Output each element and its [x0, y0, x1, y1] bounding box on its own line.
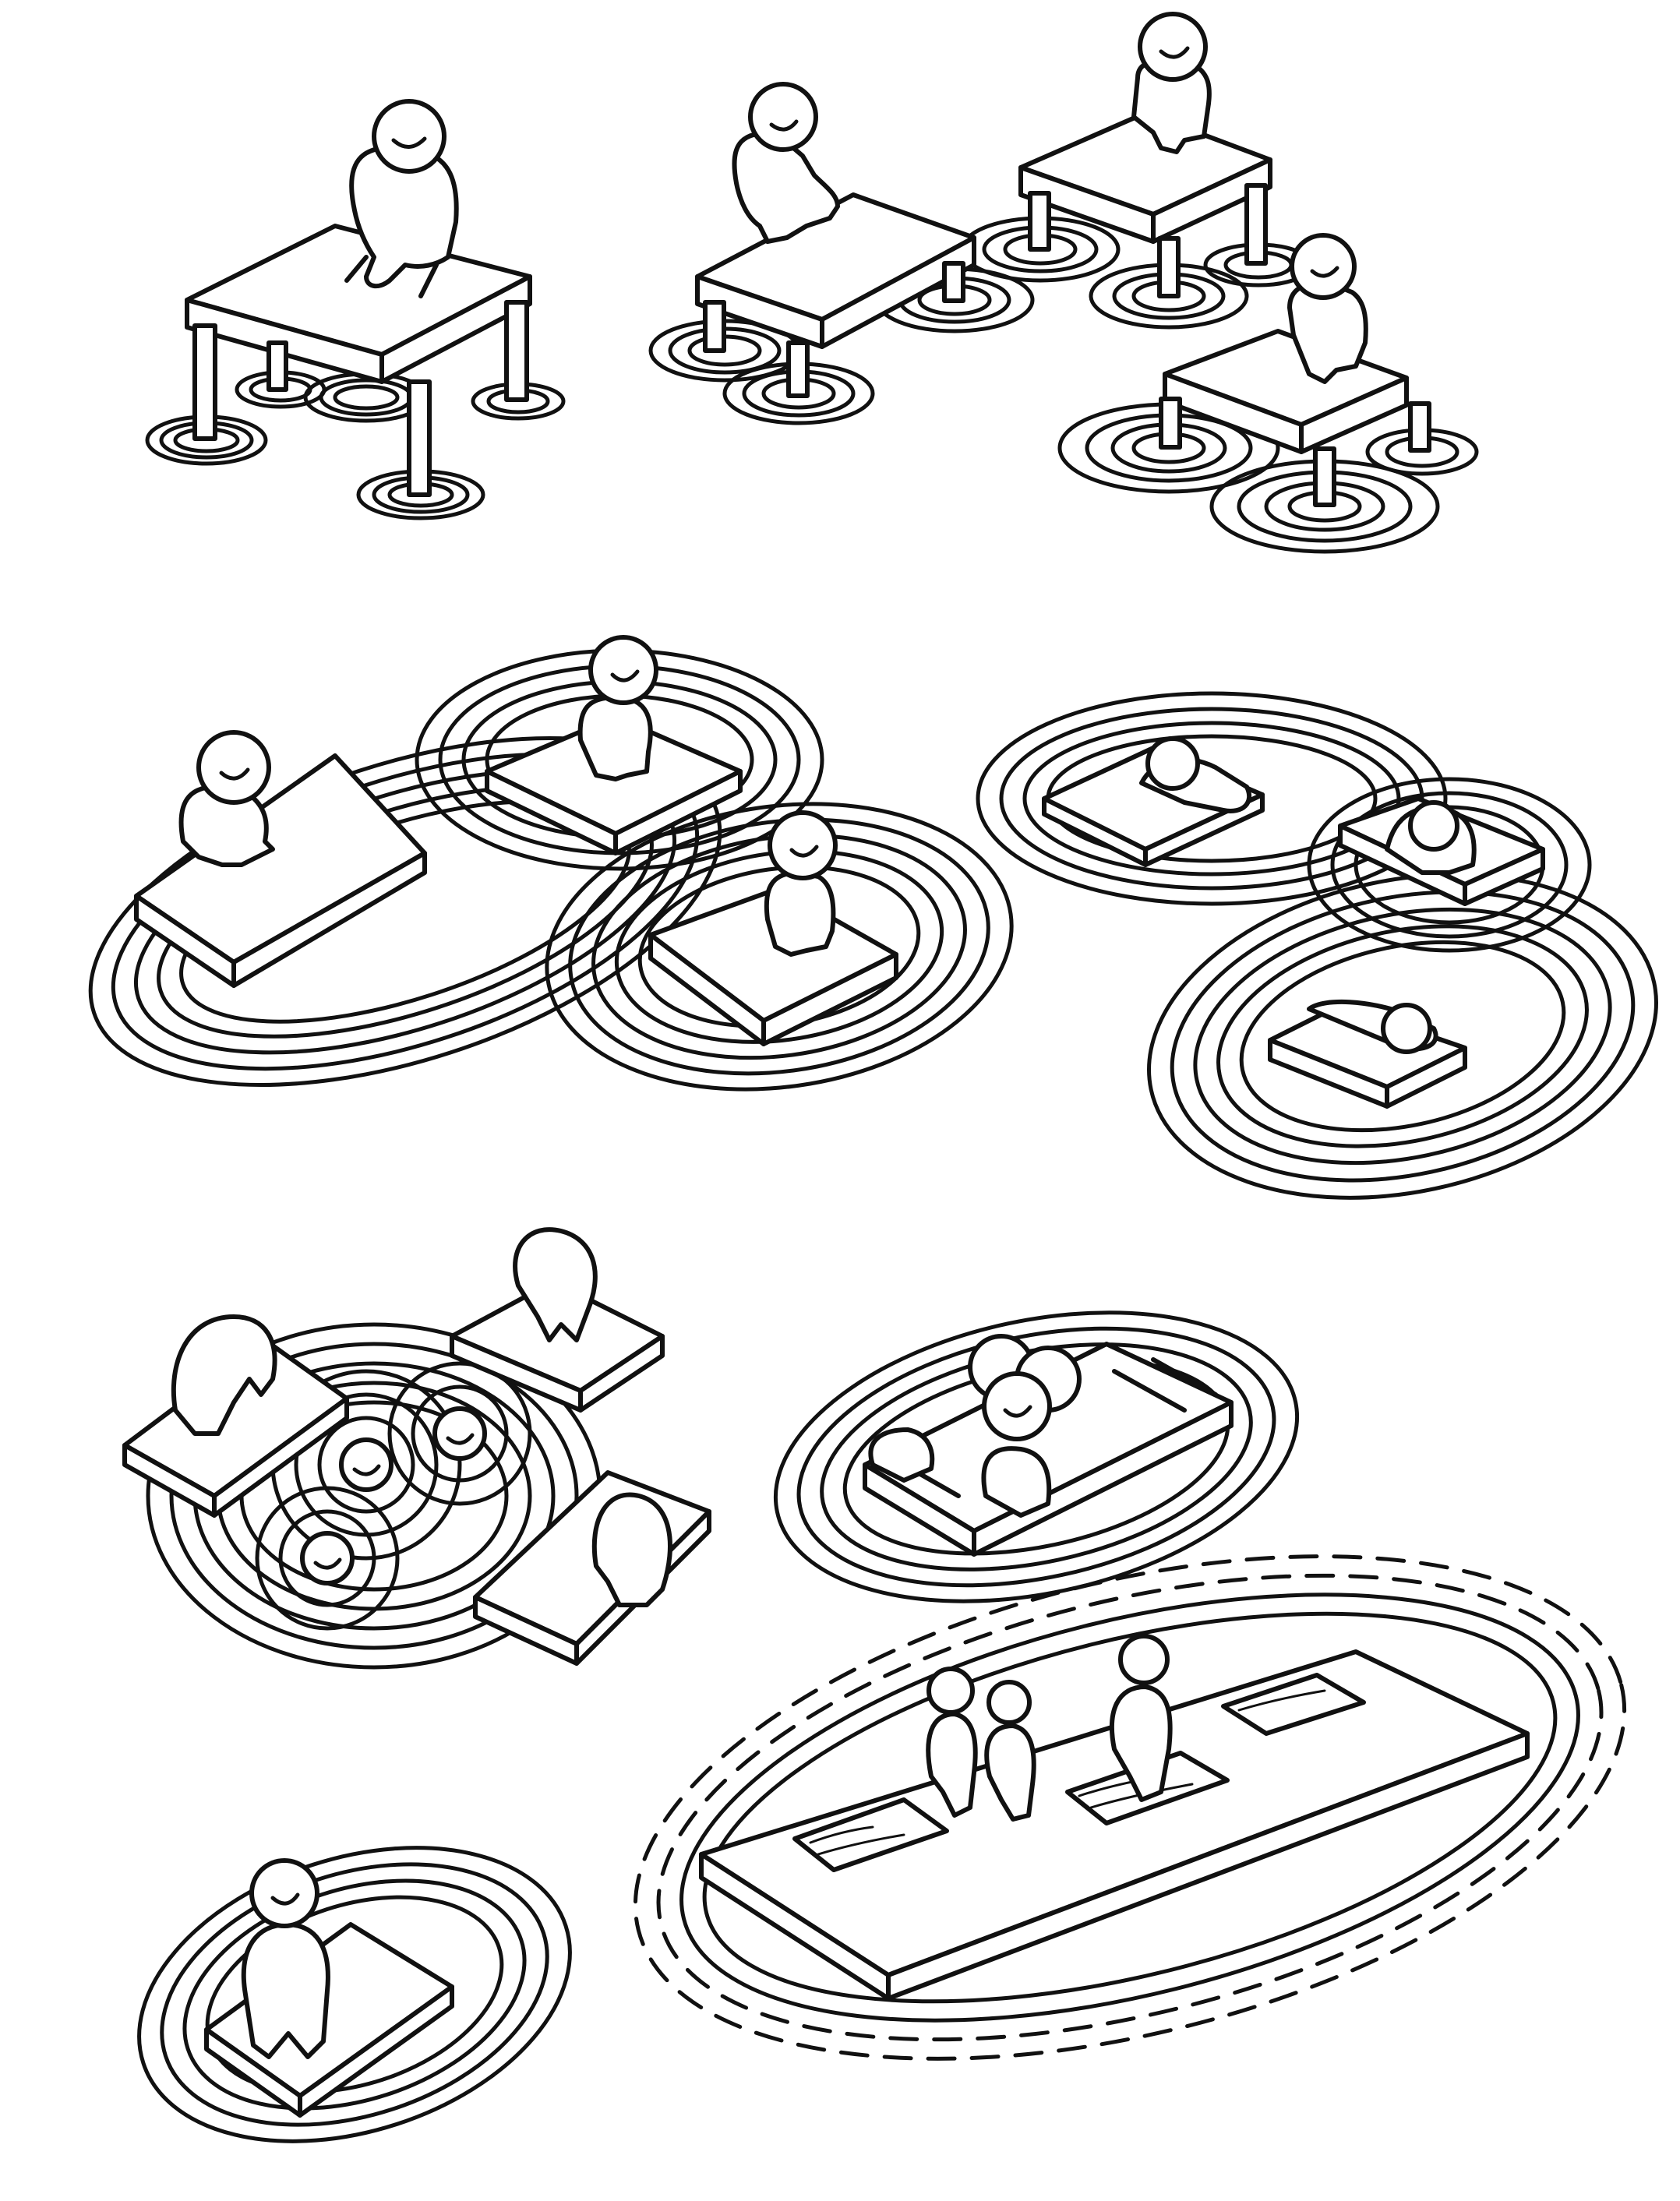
worker-left	[732, 82, 840, 244]
contour-rings	[976, 691, 1658, 1200]
slab-top	[450, 1279, 665, 1413]
worker-middle	[1131, 12, 1212, 154]
desk-left	[695, 192, 976, 398]
bent-figure-left	[171, 1314, 277, 1436]
platform-pools-scene	[633, 1554, 1627, 2061]
desk-middle	[1018, 111, 1272, 298]
reclining-figure-top	[1139, 736, 1252, 813]
reclining-figure-middle	[1385, 800, 1477, 875]
reclining-figures-scene	[976, 691, 1658, 1200]
desk-right	[1159, 329, 1431, 507]
bent-figure-right	[591, 1492, 672, 1607]
seated-figure	[241, 1858, 330, 2059]
pool-slab-scene	[773, 1310, 1300, 1603]
slab-right	[473, 1470, 711, 1666]
worker	[344, 99, 459, 298]
slab-bottom	[1268, 1003, 1467, 1109]
single-desk-worker-scene	[145, 99, 566, 520]
center-heads	[300, 1406, 487, 1585]
bent-figure-top	[513, 1227, 598, 1342]
worker-right	[1287, 233, 1368, 384]
standing-figure-1	[926, 1667, 978, 1818]
slab	[204, 1922, 454, 2118]
worker-right	[764, 810, 838, 957]
low-slabs-scene	[88, 635, 1014, 1092]
reclining-figure-bottom	[1307, 999, 1438, 1054]
connected-desks-scene	[648, 12, 1479, 554]
dashed-outline	[633, 1554, 1627, 2061]
pool-figures	[868, 1334, 1082, 1518]
slab	[863, 1342, 1234, 1557]
bent-figures-scene	[122, 1227, 711, 1670]
worker-middle	[577, 635, 658, 781]
slab-left	[134, 753, 427, 988]
slab-left	[122, 1338, 349, 1518]
seated-figure-scene	[137, 1846, 572, 2143]
standing-figure-2	[984, 1680, 1036, 1822]
standing-figure-3	[1109, 1634, 1173, 1802]
worker-left	[178, 730, 275, 867]
